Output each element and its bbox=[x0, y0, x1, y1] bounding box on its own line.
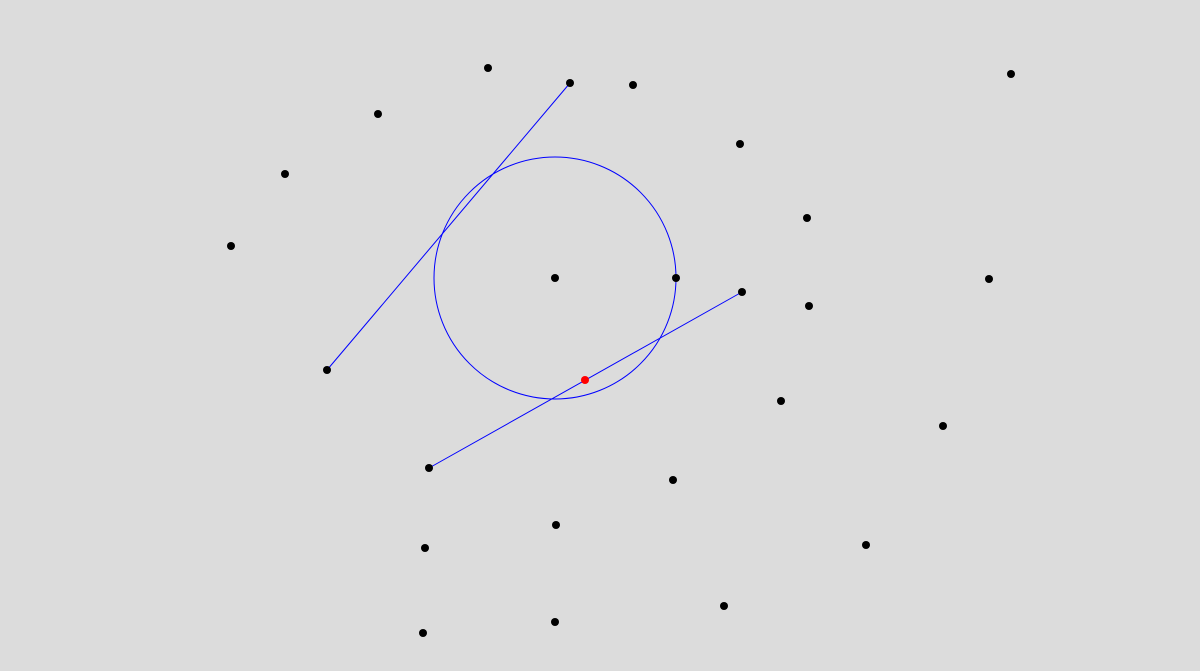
segment-endpoint[interactable] bbox=[323, 366, 331, 374]
point[interactable] bbox=[552, 521, 560, 529]
point[interactable] bbox=[862, 541, 870, 549]
point[interactable] bbox=[281, 170, 289, 178]
segment-endpoint[interactable] bbox=[425, 464, 433, 472]
point[interactable] bbox=[1007, 70, 1015, 78]
segment-endpoint[interactable] bbox=[566, 79, 574, 87]
point[interactable] bbox=[777, 397, 785, 405]
point[interactable] bbox=[227, 242, 235, 250]
construction-layer bbox=[326, 82, 743, 469]
circle-center-point[interactable] bbox=[551, 274, 559, 282]
point[interactable] bbox=[939, 422, 947, 430]
point[interactable] bbox=[803, 214, 811, 222]
point[interactable] bbox=[551, 618, 559, 626]
point[interactable] bbox=[374, 110, 382, 118]
point[interactable] bbox=[805, 302, 813, 310]
segment-endpoint[interactable] bbox=[738, 288, 746, 296]
point[interactable] bbox=[484, 64, 492, 72]
highlighted-point[interactable] bbox=[581, 376, 589, 384]
point[interactable] bbox=[421, 544, 429, 552]
point[interactable] bbox=[720, 602, 728, 610]
point[interactable] bbox=[669, 476, 677, 484]
point[interactable] bbox=[985, 275, 993, 283]
point[interactable] bbox=[736, 140, 744, 148]
circle-radius-point[interactable] bbox=[672, 274, 680, 282]
blue-segment-upper[interactable] bbox=[326, 82, 571, 371]
point-layer bbox=[227, 64, 1015, 637]
point[interactable] bbox=[629, 81, 637, 89]
point[interactable] bbox=[419, 629, 427, 637]
